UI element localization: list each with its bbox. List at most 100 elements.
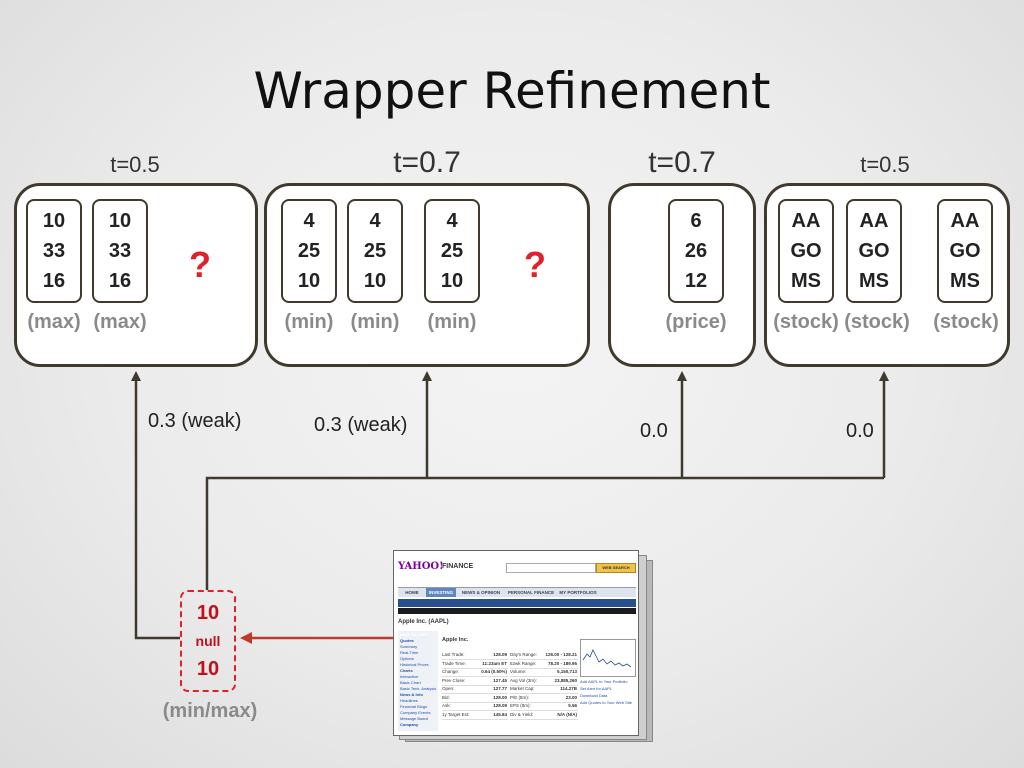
left-nav-item[interactable]: More On AAPL (400, 632, 429, 637)
card-value: 4 (303, 210, 315, 232)
quote-row-value: 126.00 - 128.21 (545, 652, 577, 657)
edge-weight-3: 0.0 (640, 420, 668, 442)
quote-link[interactable]: Add Quotes to Your Web Site (580, 700, 632, 705)
quote-row-value: 145.84 (493, 711, 507, 717)
left-nav-item[interactable]: Company Events (400, 710, 431, 715)
left-nav-item[interactable]: Headlines (400, 698, 418, 703)
quote-row: Open: 127.77 (442, 685, 508, 694)
card-value: 10 (297, 270, 321, 292)
chart-line-icon (582, 649, 632, 668)
left-nav-item[interactable]: Basic Chart (400, 680, 421, 685)
value-card: 4 25 10 (281, 199, 337, 303)
quote-row: 1y Target Est: 145.84 (442, 711, 508, 720)
left-nav-item[interactable]: Basic Tech. Analysis (400, 686, 437, 691)
source-value: null (195, 633, 221, 649)
unknown-mark: ? (524, 244, 546, 285)
card-value: AA (950, 210, 980, 232)
card-value: AA (859, 210, 889, 232)
card-value: GO (858, 240, 890, 262)
quote-row: Ask:128.09 (442, 702, 508, 711)
quote-row-value: 127.77 (493, 686, 507, 691)
quote-row-value: 23,885,260 (554, 677, 577, 683)
yahoo-logo: YAHOO! (398, 561, 444, 572)
left-nav-item[interactable]: Company (400, 722, 419, 727)
source-caption: (min/max) (162, 700, 258, 722)
arrow-to-group-1 (131, 371, 180, 640)
left-nav-item[interactable]: Charts (400, 668, 413, 673)
quote-row-label: 52wk Range: (510, 660, 537, 666)
card-caption: (price) (665, 311, 727, 333)
card-value: 4 (369, 210, 381, 232)
card-value: 25 (297, 240, 321, 262)
card-caption: (stock) (773, 311, 839, 333)
quote-row: EPS (ttm):5.56 (510, 702, 578, 711)
card-value: AA (791, 210, 821, 232)
value-card: 6 26 12 (668, 199, 724, 303)
card-value: 12 (684, 270, 708, 292)
quote-row-value: 128.00 (493, 694, 507, 700)
card-value: 16 (108, 270, 132, 292)
finance-label: FINANCE (442, 563, 474, 570)
left-nav-item[interactable]: Financial Blogs (400, 704, 428, 709)
card-value: 33 (42, 240, 66, 262)
web-search-input[interactable] (506, 563, 596, 573)
source-value-card: 10 null 10 (180, 590, 236, 692)
threshold-label-4: t=0.5 (860, 152, 910, 177)
card-value: 33 (108, 240, 132, 262)
card-value: 26 (684, 240, 708, 262)
unknown-mark: ? (189, 244, 211, 285)
quote-row: Change:0.64 (0.50%) (442, 668, 508, 677)
web-search-button[interactable]: WEB SEARCH (596, 563, 636, 573)
left-nav-item[interactable]: Interactive (400, 674, 419, 679)
quote-row-label: Open: (442, 686, 455, 691)
card-caption: (stock) (844, 311, 910, 333)
quote-row-label: Ask: (442, 703, 451, 708)
quote-row-value: 11:23am ET (482, 660, 507, 666)
quote-link[interactable]: Add AAPL to Your Portfolio (580, 679, 628, 684)
card-value: 25 (440, 240, 464, 262)
edge-weight-1: 0.3 (weak) (148, 410, 242, 432)
card-value: 25 (363, 240, 387, 262)
threshold-label-3: t=0.7 (648, 146, 716, 179)
quote-row: Div & Yield: N/A (N/A) (510, 711, 578, 720)
card-caption: (min) (427, 311, 477, 333)
value-card: 10 33 16 (92, 199, 148, 303)
card-caption: (max) (27, 311, 81, 333)
nav-tab-home[interactable]: HOME (405, 590, 419, 595)
card-value: 10 (363, 270, 387, 292)
company-heading: Apple Inc. (442, 637, 469, 643)
quote-link[interactable]: Set Alert for AAPL (580, 686, 613, 691)
left-nav-item[interactable]: Historical Prices (400, 662, 429, 667)
card-value: 10 (440, 270, 464, 292)
left-nav (398, 631, 438, 731)
nav-tab-news[interactable]: NEWS & OPINION (461, 590, 501, 595)
left-nav-item[interactable]: Real-Time (400, 650, 419, 655)
left-nav-item[interactable]: News & Info (400, 692, 423, 697)
quote-row-label: Change: (442, 669, 460, 674)
nav-tab-personal-finance[interactable]: PERSONAL FINANCE (507, 590, 555, 595)
nav-tab-investing[interactable]: INVESTING (426, 588, 456, 597)
market-ticker-band (398, 608, 636, 614)
quote-row-label: Avg Vol (3m): (510, 677, 537, 683)
quote-row: Trade Time:11:23am ET (442, 660, 508, 669)
card-value: 4 (446, 210, 458, 232)
quote-link[interactable]: Download Data (580, 693, 608, 698)
quote-row-label: Div & Yield: (510, 711, 534, 717)
left-nav-item[interactable]: Message Board (400, 716, 429, 721)
quote-row: Market Cap:114.27B (510, 685, 578, 694)
edge-weight-2: 0.3 (weak) (314, 414, 408, 436)
left-nav-item[interactable]: Options (400, 656, 414, 661)
quote-row-label: 1y Target Est: (442, 711, 470, 717)
value-card: AA GO MS (937, 199, 993, 303)
quote-row-value: N/A (N/A) (557, 711, 577, 717)
quote-row-label: P/E (ttm): (510, 694, 529, 700)
card-value: 6 (690, 210, 702, 232)
left-nav-item[interactable]: Quotes (400, 638, 414, 643)
value-card: AA GO MS (778, 199, 834, 303)
value-card: AA GO MS (846, 199, 902, 303)
left-nav-item[interactable]: Summary (400, 644, 418, 649)
price-chart-thumbnail[interactable] (580, 639, 636, 677)
nav-tab-portfolios[interactable]: MY PORTFOLIOS (559, 590, 597, 595)
quote-row: Bid:128.00 (442, 694, 508, 703)
